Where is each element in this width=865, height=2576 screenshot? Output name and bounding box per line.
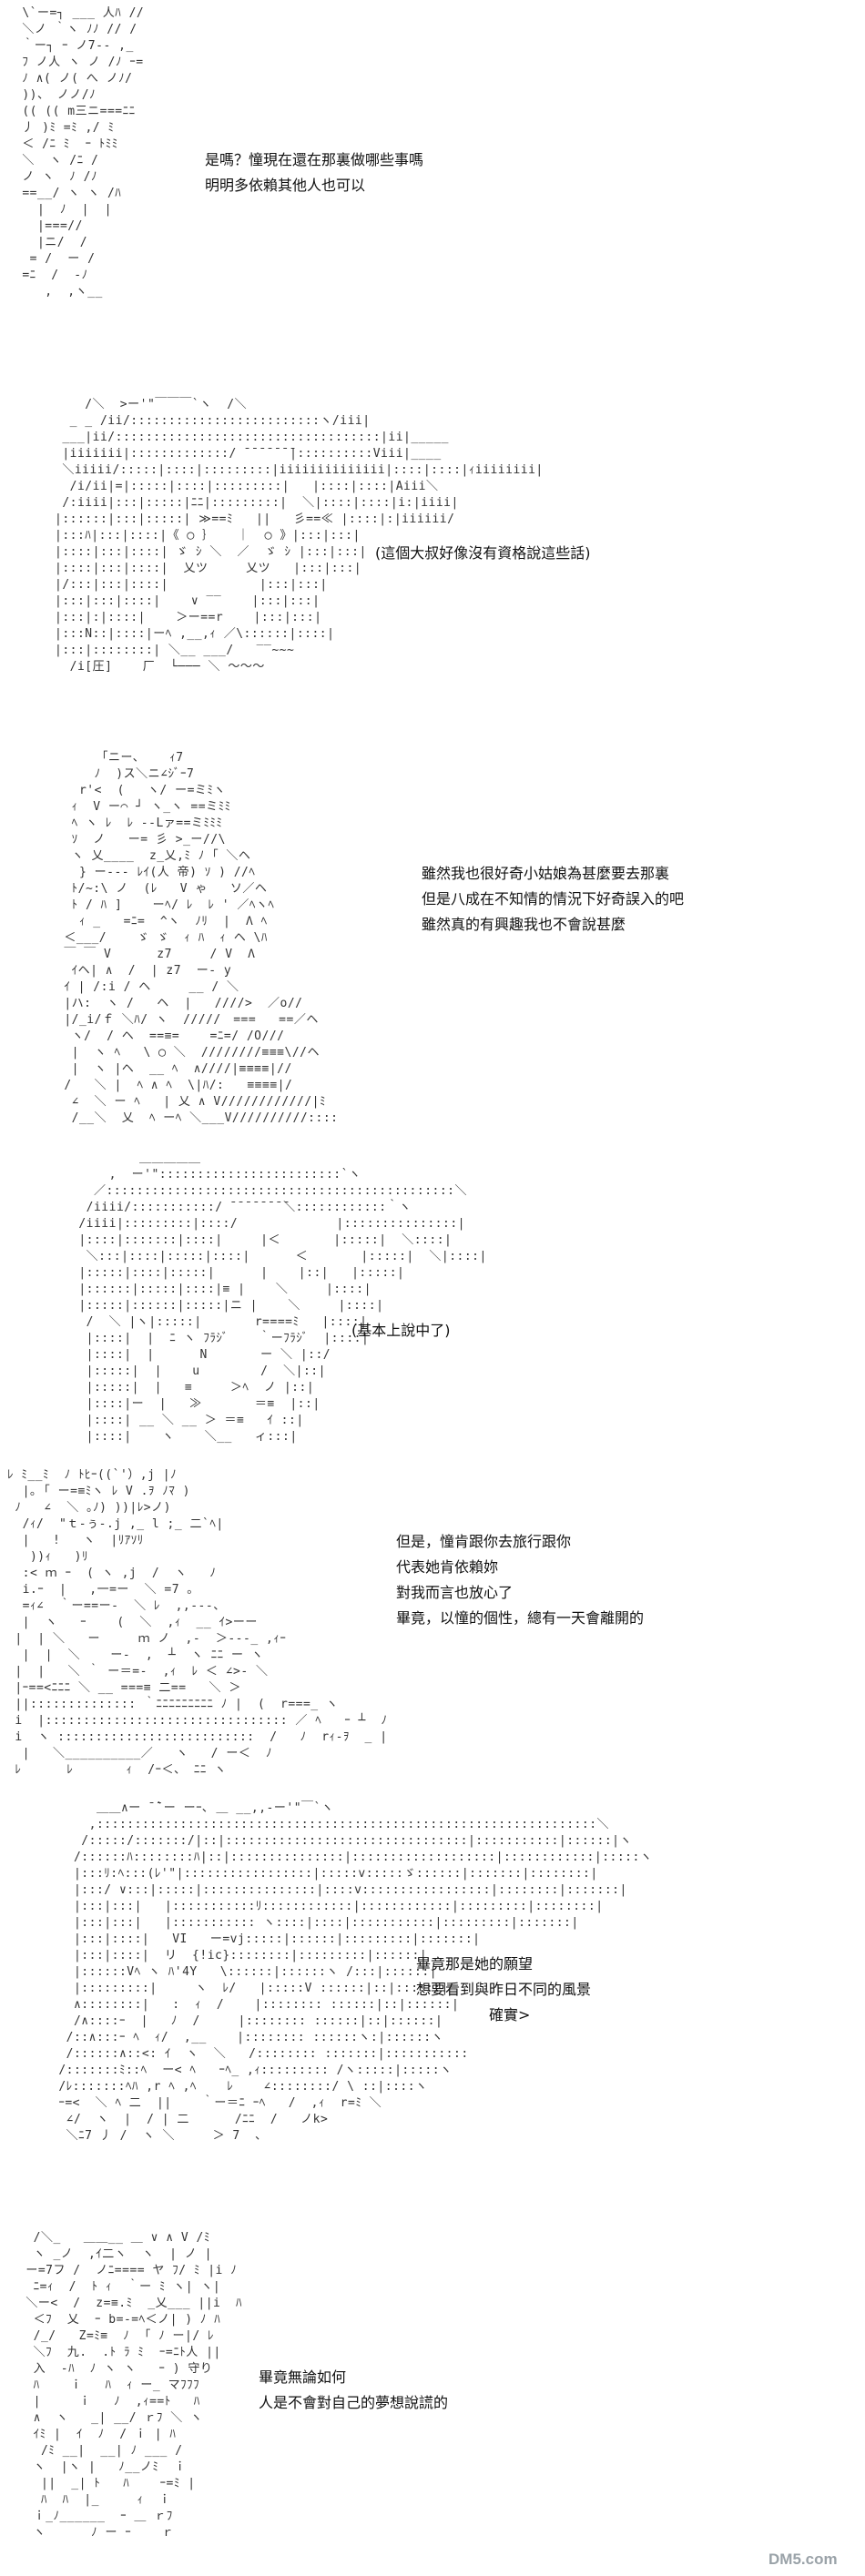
dialogue-line: 畢竟無論如何 — [259, 2368, 347, 2386]
dialogue-line: (這個大叔好像沒有資格說這些話) — [375, 544, 591, 562]
ascii-art-figure: /＼ >ー'"￣￣￣`ヽ /＼ _ _ /ii/::::::::::::::::… — [55, 398, 544, 674]
ascii-art-figure: /＼_ ＿＿__ ＿ ∨ ∧ V /ﾐ ヽ _ノ ,ｲ二ヽ ヽ | ノ | ー=… — [25, 2231, 243, 2540]
panel-1: \`ー=┐ ___ 人ﾊ // ＼ノ ｀ヽ ﾉﾉ // / ｀ー┐ ｰ ノ7--… — [0, 0, 865, 378]
dialogue-line: 明明多依賴其他人也可以 — [205, 177, 366, 194]
dialogue-line: 但是，憧肯跟你去旅行跟你 — [396, 1533, 572, 1550]
dialogue-line: 畢竟，以憧的個性，總有一天會離開的 — [396, 1609, 645, 1627]
dialogue-line: 人是不會對自己的夢想說謊的 — [259, 2394, 449, 2411]
dialogue-text: 是嗎？憧現在還在那裏做哪些事嗎 明明多依賴其他人也可以 — [205, 147, 423, 198]
ascii-art-figure: ＿＿∧ー ̄ ̄`ー ーｰ､ ＿ __,,-ー'"￣`ヽ ,::::::::::… — [58, 1801, 653, 2143]
dialogue-text: (基本上說中了) — [351, 1318, 451, 1344]
dialogue-line: 想要看到與昨日不同的風景 — [416, 1981, 592, 1998]
dialogue-line: 雖然真的有興趣我也不會說甚麼 — [422, 916, 626, 933]
panel-6: ＿＿∧ー ̄ ̄`ー ーｰ､ ＿ __,,-ー'"￣`ヽ ,::::::::::… — [0, 1791, 865, 2219]
dialogue-line: 畢竟那是她的願望 — [416, 1955, 534, 1973]
dialogue-line: 是嗎？憧現在還在那裏做哪些事嗎 — [205, 151, 424, 168]
ascii-art-figure: ﾚ ﾐ__ﾐ ﾉ ﾄﾋｰ((`'）,j |ﾉ |｡ ｢ ー=≡ﾐヽ ﾚ V .ｦ… — [7, 1468, 388, 1777]
panel-5: ﾚ ﾐ__ﾐ ﾉ ﾄﾋｰ((`'）,j |ﾉ |｡ ｢ ー=≡ﾐヽ ﾚ V .ｦ… — [0, 1464, 865, 1782]
panel-4: ＿＿＿＿＿ , ー'"::::::::::::::::::::::::`ヽ ／:… — [0, 1145, 865, 1464]
dialogue-line: 確實> — [489, 2006, 531, 2023]
dialogue-line: 對我而言也放心了 — [396, 1584, 514, 1601]
dialogue-line: 但是八成在不知情的情況下好奇誤入的吧 — [422, 890, 685, 908]
panel-2: /＼ >ー'"￣￣￣`ヽ /＼ _ _ /ii/::::::::::::::::… — [0, 391, 865, 728]
dialogue-text: 但是，憧肯跟你去旅行跟你 代表她肯依賴妳 對我而言也放心了 畢竟，以憧的個性，總… — [396, 1529, 644, 1631]
dialogue-text: 雖然我也很好奇小姑娘為甚麼要去那裏 但是八成在不知情的情況下好奇誤入的吧 雖然真… — [422, 861, 684, 938]
panel-7: /＼_ ＿＿__ ＿ ∨ ∧ V /ﾐ ヽ _ノ ,ｲ二ヽ ヽ | ノ | ー=… — [0, 2219, 865, 2576]
ascii-art-figure: ｢ニー､ ｨ7 ﾉ )ス＼ニ∠ｼﾞｰ7 r'< ( ヽ/ ー=ミﾐヽ ｨ V ー… — [64, 751, 339, 1125]
ascii-art-figure: \`ー=┐ ___ 人ﾊ // ＼ノ ｀ヽ ﾉﾉ // / ｀ー┐ ｰ ノ7--… — [22, 6, 145, 299]
dm5-logo: DM5.com — [768, 2551, 838, 2568]
dialogue-text: 畢竟無論如何 人是不會對自己的夢想說謊的 — [259, 2365, 448, 2416]
dialogue-line: (基本上說中了) — [351, 1322, 451, 1339]
ascii-art-figure: ＿＿＿＿＿ , ー'"::::::::::::::::::::::::`ヽ ／:… — [78, 1151, 487, 1444]
dialogue-text: 畢竟那是她的願望 想要看到與昨日不同的風景 確實> — [416, 1952, 591, 2028]
panel-3: ｢ニー､ ｨ7 ﾉ )ス＼ニ∠ｼﾞｰ7 r'< ( ヽ/ ー=ミﾐヽ ｨ V ー… — [0, 745, 865, 1145]
dialogue-line: 雖然我也很好奇小姑娘為甚麼要去那裏 — [422, 865, 670, 882]
dm5-logo-text: DM5.com — [768, 2551, 838, 2568]
dialogue-text: (這個大叔好像沒有資格說這些話) — [375, 541, 591, 566]
dialogue-line: 代表她肯依賴妳 — [396, 1558, 499, 1576]
